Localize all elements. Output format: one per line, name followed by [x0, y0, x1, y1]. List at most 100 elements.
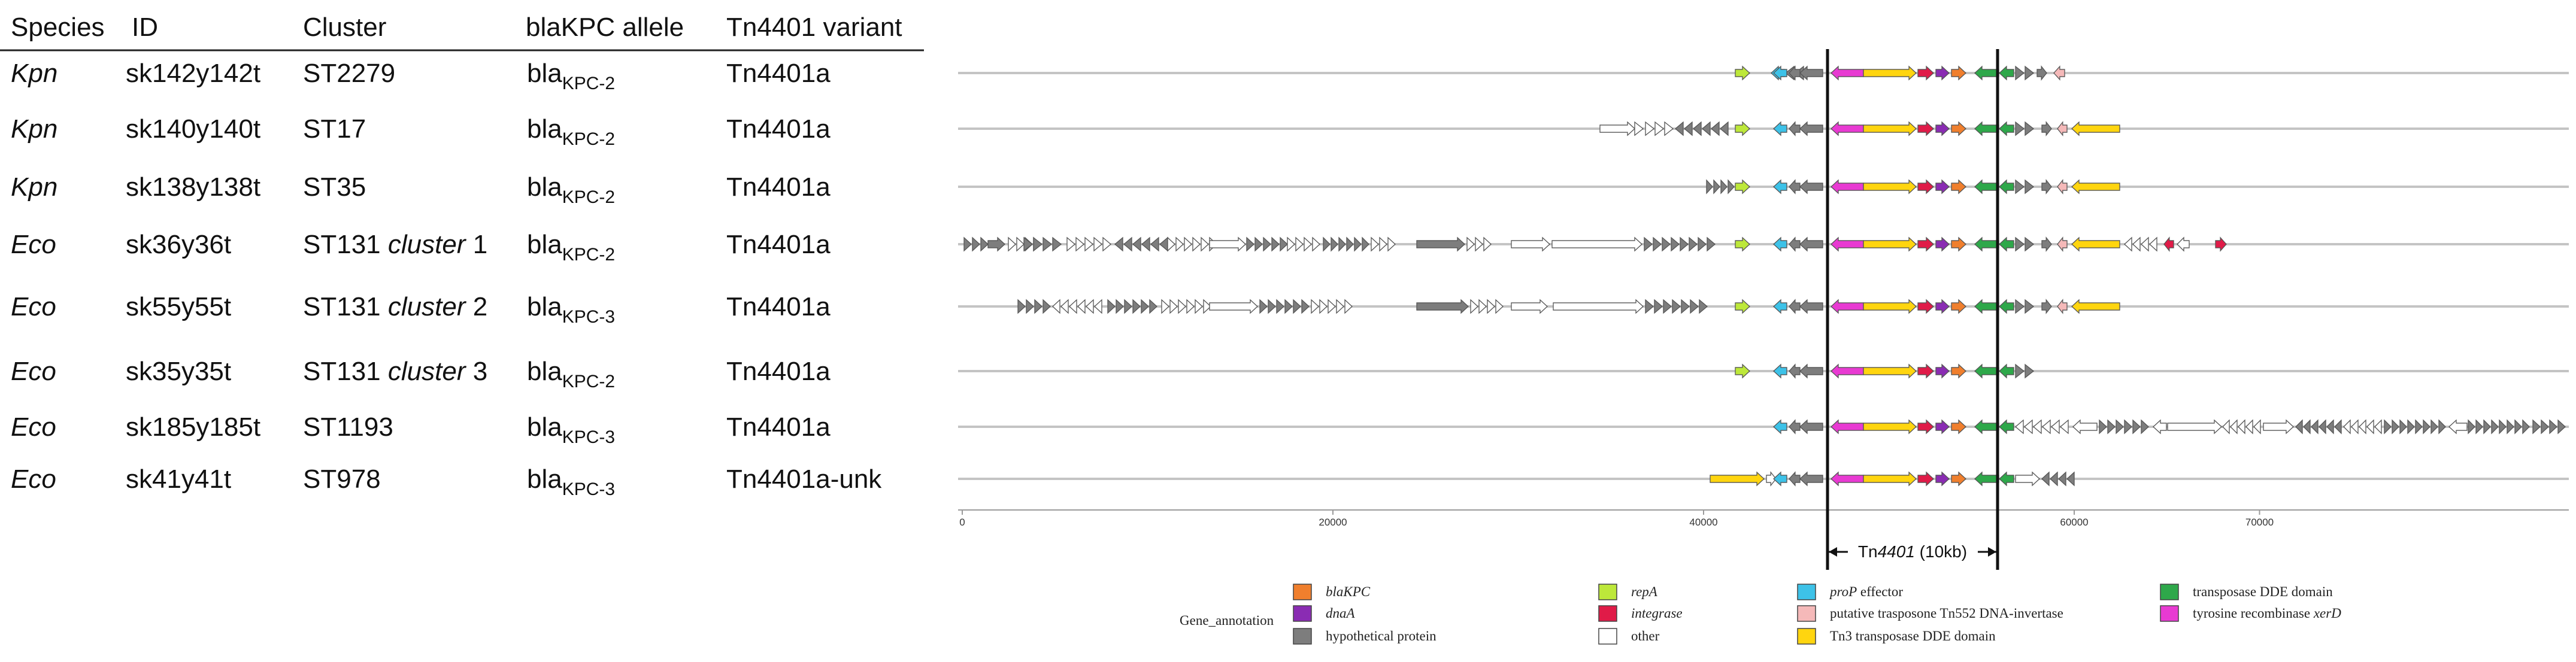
species-cell: Kpn — [11, 114, 57, 144]
repA-gene-arrow — [1735, 363, 1750, 379]
legend-swatch — [1598, 584, 1617, 600]
gene-arrow — [1728, 179, 1735, 195]
tn3-gene-arrow — [1863, 419, 1917, 435]
gene-arrow — [1416, 236, 1465, 252]
gene-arrow — [2507, 419, 2514, 435]
proP-gene-arrow — [1773, 419, 1787, 435]
proP-gene-arrow — [1773, 121, 1787, 136]
tn3-gene-arrow — [1863, 121, 1917, 136]
legend-item: proP effector — [1797, 584, 1903, 600]
legend-title: Gene_annotation — [1180, 613, 1274, 628]
gene-arrow — [1735, 65, 1750, 81]
gene-arrow — [2483, 419, 2491, 435]
transposase-gene-arrow — [1974, 299, 1999, 314]
gene-arrow — [1184, 236, 1192, 252]
hypothetical-gene-arrow — [1799, 121, 1823, 136]
gene-arrow — [1690, 299, 1699, 314]
gene-arrow — [1706, 179, 1713, 195]
legend-swatch — [1293, 628, 1312, 645]
gene-arrow — [1336, 299, 1344, 314]
legend-label: integrase — [1631, 606, 1683, 621]
gene-arrow — [1483, 236, 1492, 252]
legend-item: putative trasposone Tn552 DNA-invertase — [1797, 605, 2063, 622]
gene-arrow — [1331, 236, 1338, 252]
legend-swatch — [1797, 584, 1816, 600]
gene-arrow — [2549, 419, 2557, 435]
gene-arrow — [1017, 299, 1026, 314]
transposase-gene-arrow — [1999, 236, 2014, 252]
gene-arrow — [1672, 299, 1681, 314]
integrase-gene-arrow — [1917, 363, 1934, 379]
dnaA-gene-arrow — [1935, 121, 1950, 136]
gene-arrow — [2099, 419, 2107, 435]
gene-arrow — [1141, 236, 1150, 252]
gene-arrow — [2222, 419, 2230, 435]
hypothetical-gene-arrow — [1789, 121, 1801, 136]
gene-arrow — [1114, 236, 1123, 252]
gene-arrow — [2311, 419, 2319, 435]
gene-arrow — [1653, 236, 1662, 252]
id-cell: sk35y35t — [126, 357, 231, 386]
legend-swatch — [1598, 605, 1617, 622]
id-cell: sk185y185t — [126, 412, 260, 442]
gene-arrow — [1102, 236, 1112, 252]
gene-arrow — [1209, 236, 1246, 252]
gene-arrow — [2499, 419, 2507, 435]
id-cell: sk36y36t — [126, 230, 231, 259]
gene-arrow — [2359, 419, 2366, 435]
variant-cell: Tn4401a-unk — [726, 464, 882, 494]
gene-arrow — [1470, 299, 1478, 314]
gene-arrow — [1662, 236, 1671, 252]
cluster-cell: ST1193 — [303, 412, 393, 442]
gene-arrow — [1362, 236, 1369, 252]
gene-arrow — [2124, 419, 2132, 435]
legend-label: repA — [1631, 584, 1658, 599]
gene-arrow — [1159, 236, 1168, 252]
hypothetical-gene-arrow — [1789, 179, 1801, 195]
legend-item: hypothetical protein — [1293, 628, 1437, 645]
gene-arrow — [2053, 65, 2065, 81]
gene-arrow — [2132, 236, 2141, 252]
gene-arrow — [2015, 299, 2025, 314]
gene-arrow — [1263, 236, 1271, 252]
axis-tick-label: 60000 — [2060, 517, 2088, 528]
gene-arrow — [1698, 236, 1707, 252]
repA-gene-arrow — [1735, 299, 1750, 314]
gene-track — [958, 121, 2569, 136]
gene-arrow — [1304, 236, 1312, 252]
gene-arrow — [972, 236, 980, 252]
allele-cell: blaKPC-3 — [527, 412, 615, 447]
gene-arrow — [1551, 236, 1642, 252]
gene-arrow — [1203, 299, 1211, 314]
gene-arrow — [2124, 236, 2132, 252]
gene-arrow — [2041, 236, 2052, 252]
gene-arrow — [1328, 299, 1336, 314]
hypothetical-gene-arrow — [1789, 236, 1801, 252]
gene-arrow — [1069, 299, 1077, 314]
blaKPC-gene-arrow — [1951, 65, 1966, 81]
gene-arrow — [1086, 299, 1094, 314]
gene-arrow — [2319, 419, 2326, 435]
gene-arrow — [2041, 179, 2052, 195]
hypothetical-gene-arrow — [1789, 471, 1801, 487]
gene-track — [958, 363, 2569, 379]
hypothetical-gene-arrow — [1789, 65, 1801, 81]
species-cell: Eco — [11, 292, 56, 321]
header-id: ID — [132, 13, 158, 42]
gene-arrow — [1023, 236, 1034, 252]
gene-arrow — [1060, 299, 1069, 314]
legend-label: proP effector — [1829, 584, 1903, 599]
transposase-gene-arrow — [1999, 471, 2014, 487]
transposase-gene-arrow — [1974, 363, 1999, 379]
gene-arrow — [2351, 419, 2359, 435]
gene-arrow — [1268, 299, 1276, 314]
dnaA-gene-arrow — [1935, 65, 1950, 81]
legend-item: transposase DDE domain — [2160, 584, 2333, 600]
gene-arrow — [2041, 419, 2051, 435]
transposase-gene-arrow — [1999, 179, 2014, 195]
gene-arrow — [1123, 236, 1132, 252]
